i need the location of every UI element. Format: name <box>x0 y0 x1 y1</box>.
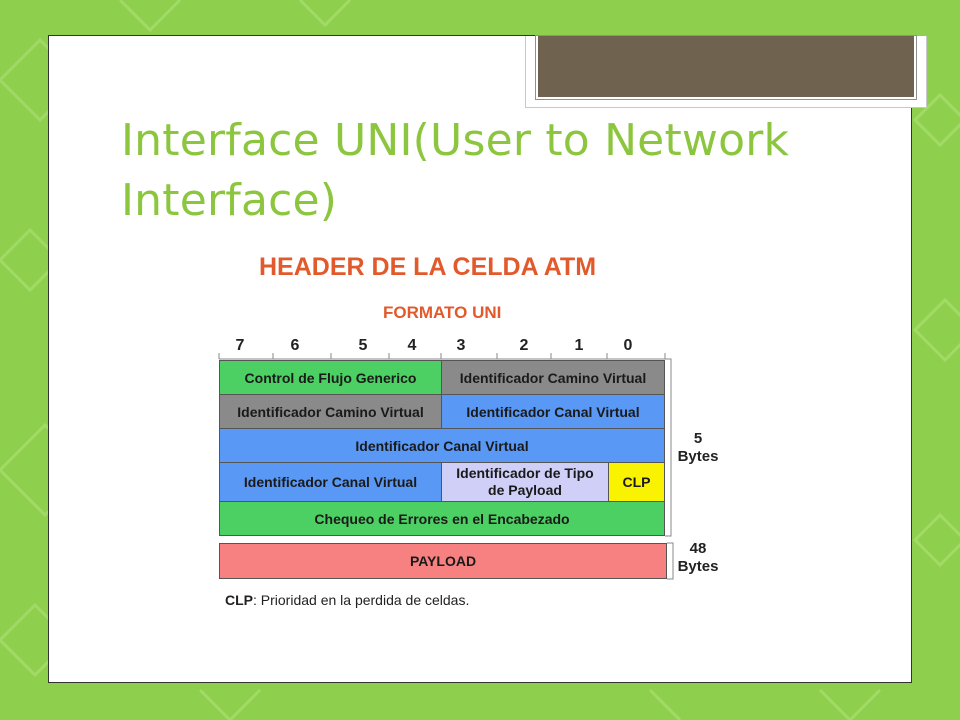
bit-label: 5 <box>358 337 368 354</box>
atm-header-diagram: HEADER DE LA CELDA ATM FORMATO UNI 7 6 5… <box>201 241 761 621</box>
header-size-label: 5 Bytes <box>677 430 719 465</box>
footnote-text: : Prioridad en la perdida de celdas. <box>253 592 470 608</box>
slide-title: Interface UNI(User to Network Interface) <box>121 115 790 226</box>
vci-field-lower: Identificador Canal Virtual <box>219 462 442 502</box>
decorative-tab <box>525 36 927 108</box>
payload-type-field: Identificador de Tipo de Payload <box>441 462 609 502</box>
diagram-title: HEADER DE LA CELDA ATM <box>259 253 597 281</box>
slide-panel: Interface UNI(User to Network Interface)… <box>48 35 927 683</box>
bit-label: 6 <box>290 337 300 354</box>
diagram-subtitle: FORMATO UNI <box>383 303 502 322</box>
footnote-term: CLP <box>225 592 253 608</box>
bit-label: 0 <box>623 337 633 354</box>
vci-field-middle: Identificador Canal Virtual <box>219 428 665 463</box>
bit-label: 1 <box>574 337 584 354</box>
generic-flow-control-field: Control de Flujo Generico <box>219 360 442 395</box>
bit-label: 3 <box>456 337 466 354</box>
bit-label: 2 <box>519 337 529 354</box>
footnote: CLP: Prioridad en la perdida de celdas. <box>225 592 469 608</box>
bit-label: 4 <box>407 337 417 354</box>
bit-label: 7 <box>235 337 245 354</box>
diagram-guides <box>218 353 674 580</box>
vpi-field-upper: Identificador Camino Virtual <box>441 360 665 395</box>
decorative-tab-fill <box>536 36 916 99</box>
payload-size-label: 48 Bytes <box>677 540 719 575</box>
payload-field: PAYLOAD <box>219 543 667 579</box>
vci-field-upper: Identificador Canal Virtual <box>441 394 665 429</box>
clp-field: CLP <box>608 462 665 502</box>
hec-field: Chequeo de Errores en el Encabezado <box>219 501 665 536</box>
vpi-field-lower: Identificador Camino Virtual <box>219 394 442 429</box>
